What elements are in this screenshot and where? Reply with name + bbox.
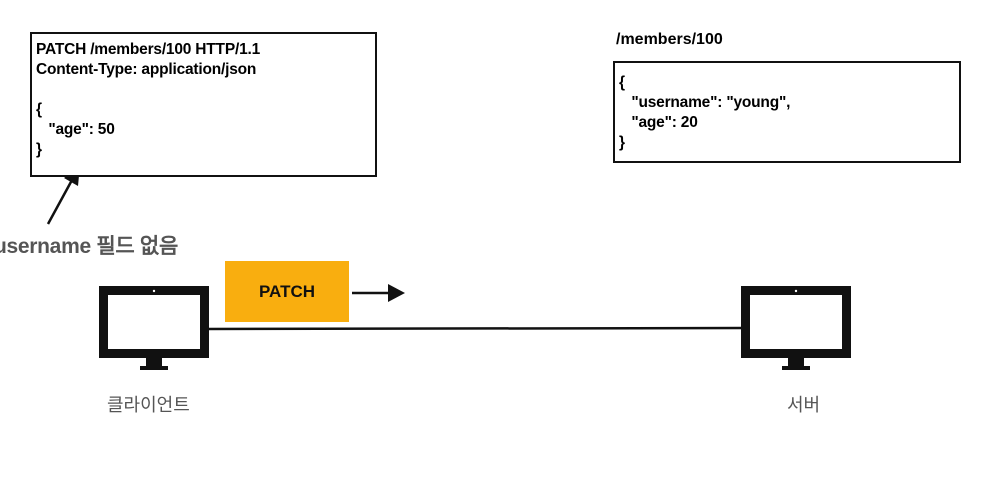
- missing-field-note: username 필드 없음: [0, 235, 178, 258]
- server-caption: 서버: [787, 395, 821, 415]
- resource-body-line: {: [619, 74, 625, 91]
- resource-body-line: "username": "young",: [619, 94, 791, 111]
- resource-path-label: /members/100: [616, 31, 723, 48]
- patch-method-label: PATCH: [225, 261, 349, 322]
- request-message-box: PATCH /members/100 HTTP/1.1 Content-Type…: [30, 32, 377, 177]
- resource-body-line: "age": 20: [619, 114, 698, 131]
- request-header: Content-Type: application/json: [36, 61, 257, 78]
- request-blank-line: [36, 80, 375, 100]
- client-caption: 클라이언트: [107, 395, 190, 415]
- patch-arrow: [352, 284, 405, 302]
- request-body-line: {: [36, 101, 42, 118]
- request-body-line: }: [36, 141, 42, 158]
- connection-line: [204, 326, 746, 331]
- request-body-line: "age": 50: [36, 121, 115, 138]
- resource-body-line: }: [619, 134, 625, 151]
- resource-state-box: { "username": "young", "age": 20 }: [613, 61, 961, 163]
- request-line: PATCH /members/100 HTTP/1.1: [36, 41, 261, 58]
- server-monitor-icon: [741, 286, 851, 370]
- client-monitor-icon: [99, 286, 209, 370]
